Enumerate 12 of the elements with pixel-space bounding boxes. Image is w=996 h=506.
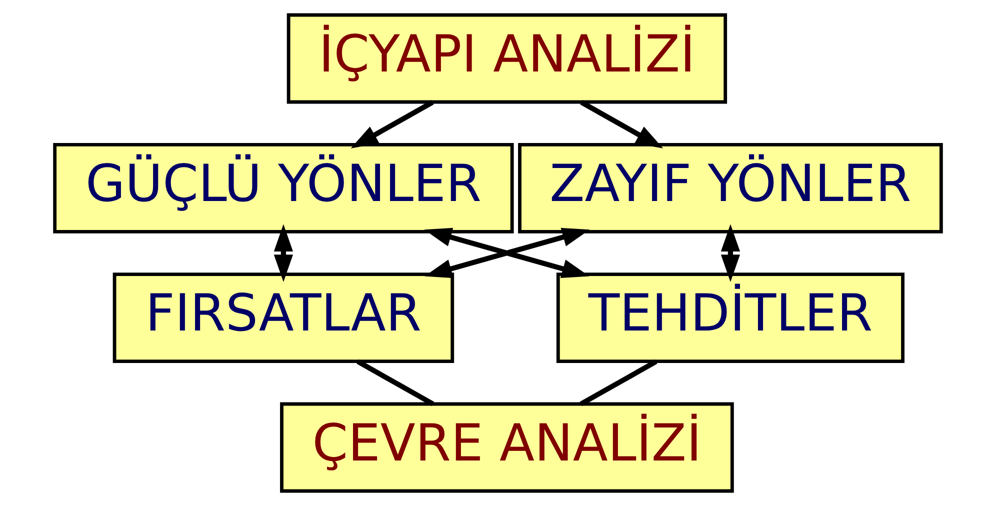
node-box: GÜÇLÜ YÖNLER: [53, 142, 514, 234]
node-box: ÇEVRE ANALİZİ: [280, 402, 734, 493]
node-box: TEHDİTLER: [556, 272, 904, 364]
node-box: ZAYIF YÖNLER: [518, 142, 943, 234]
connector: [580, 359, 658, 406]
arrow: [580, 100, 664, 148]
connector: [356, 359, 434, 406]
node-box: İÇYAPI ANALİZİ: [286, 13, 728, 104]
arrow: [350, 100, 434, 148]
arrow: [720, 224, 740, 282]
node-box: FIRSATLAR: [112, 272, 454, 364]
arrow: [274, 224, 294, 282]
